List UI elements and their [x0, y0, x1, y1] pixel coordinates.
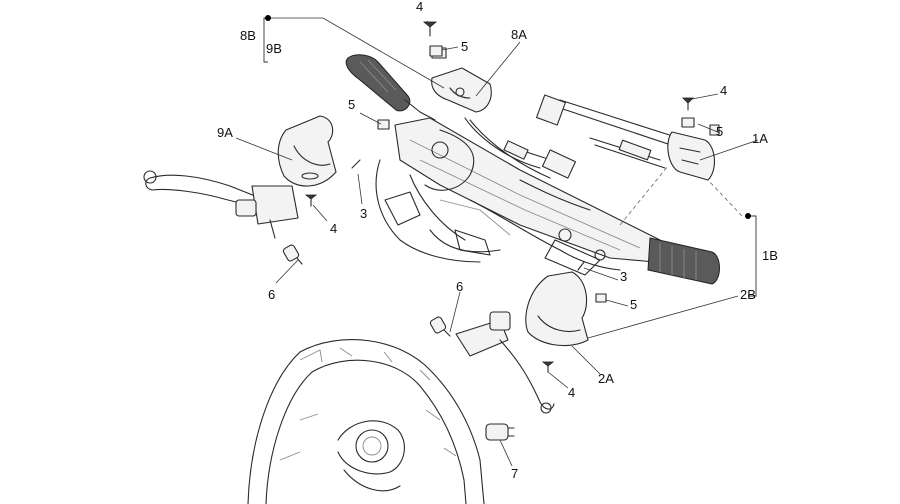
front-body-shield: [247, 339, 485, 504]
callout-4-top: 4: [416, 0, 424, 14]
callout-5-right-mid: 5: [630, 297, 638, 312]
callout-5-left: 5: [348, 97, 356, 112]
leader-lines: [235, 17, 759, 467]
callout-5-right-top: 5: [716, 124, 724, 139]
steering-frame: [375, 159, 601, 276]
left-switch-unit: [431, 47, 492, 113]
callout-8b: 8B: [240, 28, 256, 43]
callout-4-left: 4: [330, 221, 338, 236]
right-hand-guard: [525, 271, 607, 347]
callout-9b: 9B: [266, 41, 282, 56]
callout-3-left: 3: [360, 206, 368, 221]
callout-9a: 9A: [217, 125, 233, 140]
callout-3-right: 3: [620, 269, 628, 284]
group-brackets: [263, 15, 757, 297]
left-brake-lever: [143, 170, 299, 239]
wiring-harness: [464, 94, 686, 179]
callout-7: 7: [511, 466, 519, 481]
left-hand-guard: [277, 115, 337, 187]
callout-2a: 2A: [598, 371, 614, 386]
hardware-parts: [282, 21, 694, 441]
callout-4-right-top: 4: [720, 83, 728, 98]
callout-6-mid: 6: [456, 279, 464, 294]
callout-1a: 1A: [752, 131, 768, 146]
callout-8a: 8A: [511, 27, 527, 42]
right-brake-lever: [455, 311, 555, 414]
callout-5-top: 5: [461, 39, 469, 54]
callout-6-left: 6: [268, 287, 276, 302]
callout-4-bottom: 4: [568, 385, 576, 400]
callout-2b: 2B: [740, 287, 756, 302]
callout-1b: 1B: [762, 248, 778, 263]
right-switch-unit: [667, 117, 720, 181]
handlebar-assembly: [345, 54, 720, 285]
